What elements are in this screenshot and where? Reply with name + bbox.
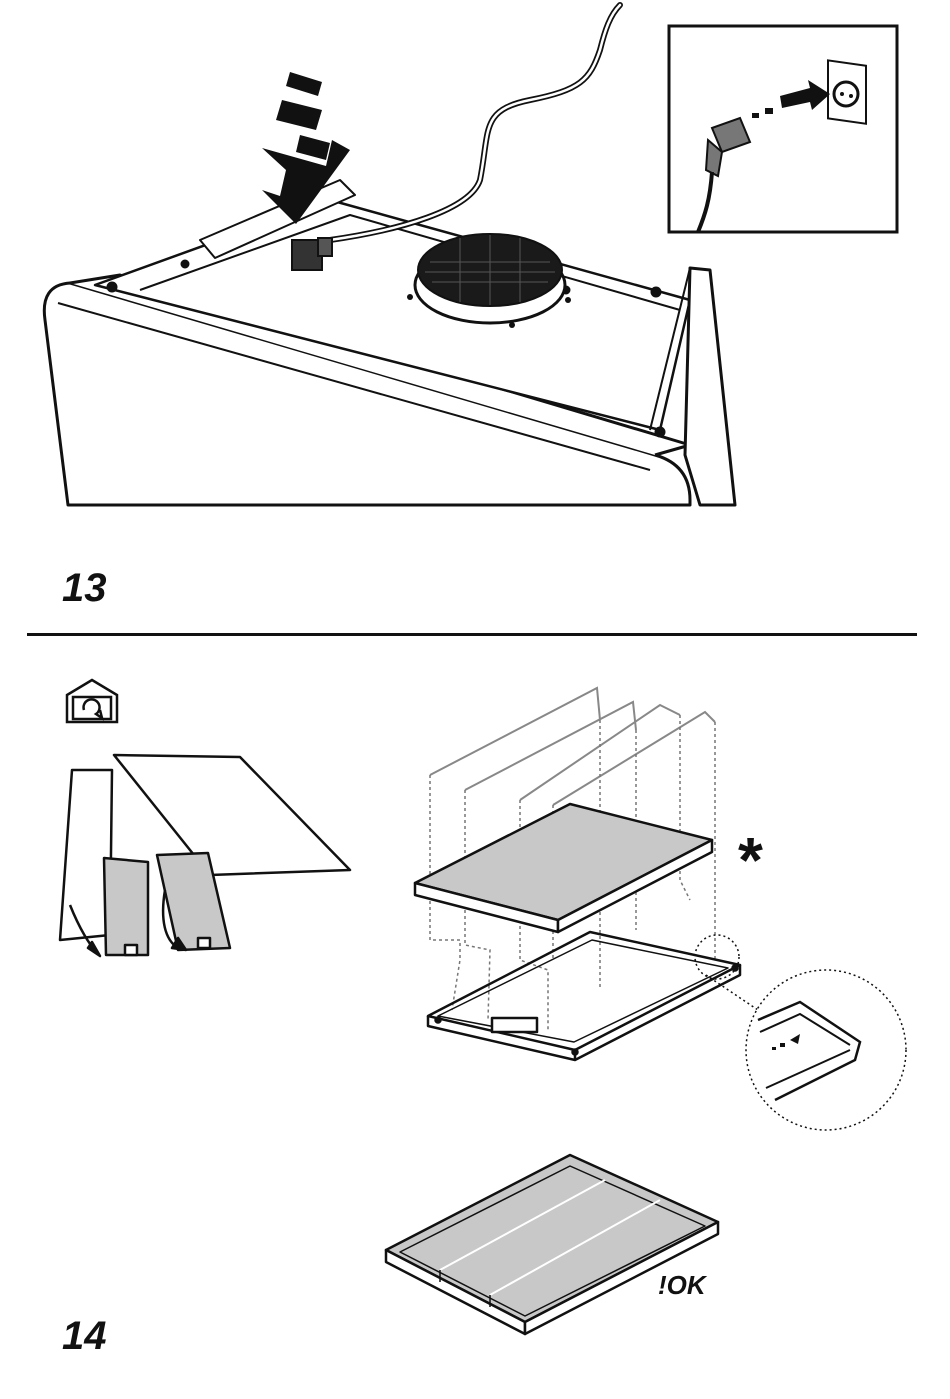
- house-recirculation-icon: [67, 680, 117, 722]
- filter-mat: [415, 804, 712, 932]
- filter-removal-illustration: [60, 755, 350, 956]
- detail-magnifier: [695, 935, 906, 1130]
- filter-frame: [428, 932, 740, 1060]
- asterisk-note-marker: *: [738, 828, 763, 892]
- exploded-view-guides: [430, 688, 715, 805]
- figure-14-number: 14: [62, 1314, 107, 1359]
- assembled-filter: [386, 1155, 718, 1334]
- ok-label: !OK: [658, 1270, 706, 1301]
